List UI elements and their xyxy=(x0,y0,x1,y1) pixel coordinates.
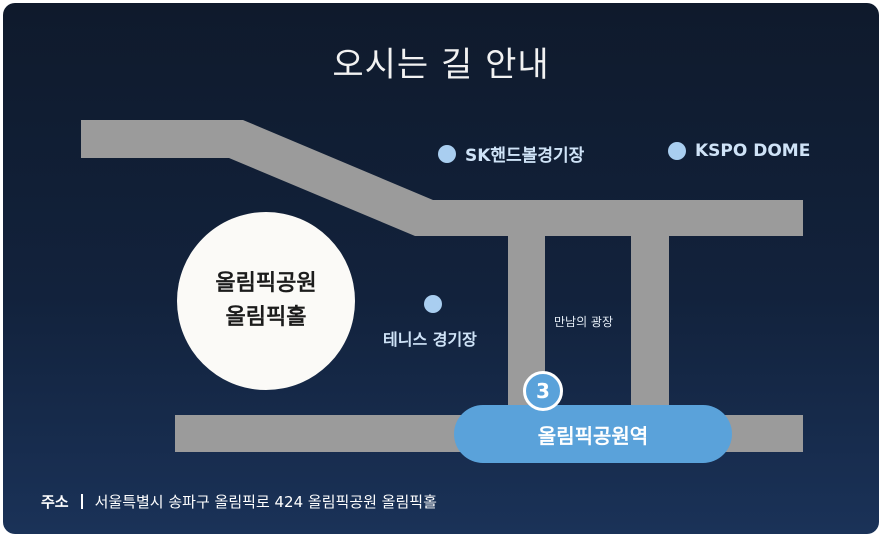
diagonal-road xyxy=(81,120,803,236)
vertical-road-right xyxy=(631,200,669,443)
poi-sk-handball-label: SK핸드볼경기장 xyxy=(465,146,585,166)
olympic-park-hall-marker: 올림픽공원 올림픽홀 xyxy=(177,212,355,390)
poi-sk-handball: SK핸드볼경기장 xyxy=(438,141,584,166)
poi-plaza-label: 만남의 광장 xyxy=(554,315,614,329)
station-pill: 올림픽공원역 xyxy=(454,405,732,463)
poi-kspo-dome-label: KSPO DOME xyxy=(695,141,811,161)
location-dot-icon xyxy=(668,142,686,160)
poi-kspo-dome: KSPO DOME xyxy=(668,141,810,161)
subway-line-badge: 3 xyxy=(523,371,563,411)
address-value: 서울특별시 송파구 올림픽로 424 올림픽공원 올림픽홀 xyxy=(94,493,437,511)
park-name: 올림픽공원 xyxy=(215,271,317,296)
hall-name: 올림픽홀 xyxy=(225,305,307,330)
page-title: 오시는 길 안내 xyxy=(332,45,550,85)
location-dot-icon xyxy=(438,144,456,163)
road-network xyxy=(81,120,803,452)
station-name: 올림픽공원역 xyxy=(537,423,649,448)
poi-tennis-label: 테니스 경기장 xyxy=(383,330,477,349)
map-card: 오시는 길 안내 SK핸드볼경기장 KSPO DOME 테니스 경기장 만남의 … xyxy=(3,3,879,534)
address-label: 주소 xyxy=(41,493,69,511)
location-dot-icon xyxy=(424,295,442,313)
address-bar: 주소 서울특별시 송파구 올림픽로 424 올림픽공원 올림픽홀 xyxy=(41,491,437,512)
address-divider xyxy=(80,494,83,509)
